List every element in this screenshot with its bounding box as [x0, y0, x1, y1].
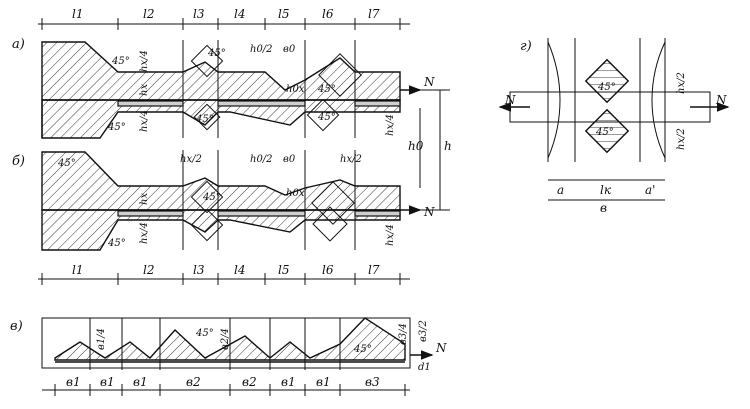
- view-g-dim-b: в: [600, 201, 607, 215]
- h0-label: h0: [408, 139, 424, 153]
- top-dimension-chain: l1 l2 l3 l4 l5 l6 l7: [38, 7, 410, 30]
- dim-bot-5: в2: [242, 375, 257, 389]
- view-a-h0x: h0x: [286, 84, 305, 95]
- dim-top-l4: l4: [234, 7, 245, 21]
- view-b-force-label: N: [423, 205, 435, 219]
- view-a-rebar-3: [354, 100, 401, 107]
- view-v-d1: d1: [418, 362, 431, 373]
- dim-bot-2: в1: [100, 375, 115, 389]
- view-a-angle-2: 45°: [107, 122, 126, 133]
- view-b-hx4-bottom: hx/4: [139, 222, 150, 244]
- view-g-hx-half-top: hx/2: [676, 72, 687, 94]
- view-v-angle-1: 45°: [195, 328, 214, 339]
- view-a: а) N 45° 45° 45° 45° 45° 45° h0/2 в0 h0x: [12, 37, 435, 139]
- view-a-rebar-2: [217, 100, 306, 107]
- view-a-force-label: N: [423, 75, 435, 89]
- view-a-angle-4: 45°: [195, 114, 214, 125]
- view-a-angle-6: 45°: [317, 112, 336, 123]
- view-b-concrete-body: [41, 151, 401, 211]
- view-b-angle-3: 45°: [202, 192, 221, 203]
- dim-mid-l7: l7: [368, 263, 380, 277]
- view-b-hx-half: hx/2: [180, 154, 202, 165]
- view-b-rebar-1: [117, 210, 184, 217]
- view-a-lower-web: [41, 99, 401, 139]
- dim-top-l2: l2: [143, 7, 154, 21]
- view-a-b0: в0: [283, 44, 296, 55]
- dim-top-l1: l1: [72, 7, 83, 21]
- dim-mid-l5: l5: [278, 263, 289, 277]
- view-v-label: в): [10, 319, 23, 334]
- dim-mid-l4: l4: [234, 263, 245, 277]
- height-dimensions: h0 h: [408, 89, 452, 211]
- h-label: h: [444, 139, 452, 153]
- dim-bot-8: в3: [365, 375, 380, 389]
- view-b: б) N 45° 45° 45° hx/2 h0/2 в0 hx/2 h0x h…: [12, 150, 435, 251]
- middle-dimension-chain: l1 l2 l3 l4 l5 l6 l7: [38, 263, 410, 285]
- view-g-dim-a-prime: a': [645, 183, 655, 197]
- view-g-diamond-lower: [584, 108, 630, 154]
- view-a-hx: hx: [139, 84, 150, 96]
- view-g-force-left-label: N: [504, 93, 516, 107]
- view-b-hx4-right: hx/4: [385, 224, 396, 246]
- view-b-b0: в0: [283, 154, 296, 165]
- dim-bot-6: в1: [281, 375, 296, 389]
- view-v-b3-half: в3/2: [418, 320, 429, 342]
- view-g-angle-2: 45°: [595, 127, 614, 138]
- view-b-h0x: h0x: [286, 188, 305, 199]
- view-b-rebar-2: [217, 210, 306, 217]
- dim-mid-l6: l6: [322, 263, 334, 277]
- view-b-rebar-3: [354, 210, 401, 217]
- view-a-label: а): [12, 37, 25, 52]
- dim-mid-l3: l3: [193, 263, 205, 277]
- view-v-b3-quarter: в3/4: [398, 323, 409, 345]
- view-a-angle-1: 45°: [111, 56, 130, 67]
- view-g-hx-half-bottom: hx/2: [676, 128, 687, 150]
- dim-top-l5: l5: [278, 7, 289, 21]
- view-a-angle-3: 45°: [207, 48, 226, 59]
- dim-top-l3: l3: [193, 7, 205, 21]
- view-v: в) N 45° 45° в1/4 в2/4 в3/4 в3/2 d1: [10, 317, 447, 373]
- dim-bot-1: в1: [66, 375, 81, 389]
- view-g-force-right-label: N: [715, 93, 727, 107]
- view-v-b1-quarter: в1/4: [96, 328, 107, 350]
- dim-mid-l2: l2: [143, 263, 154, 277]
- view-b-hx-half-right: hx/2: [340, 154, 362, 165]
- dim-top-l7: l7: [368, 7, 380, 21]
- view-a-h0-half: h0/2: [250, 44, 273, 55]
- view-a-hx4-bottom: hx/4: [139, 110, 150, 132]
- view-a-rebar-1: [117, 100, 184, 107]
- dim-bot-3: в1: [133, 375, 148, 389]
- view-v-b2-quarter: в2/4: [220, 328, 231, 350]
- view-g-dim-a: a: [557, 183, 564, 197]
- view-b-label: б): [12, 154, 25, 169]
- view-a-hx4: hx/4: [139, 50, 150, 72]
- dim-bot-7: в1: [316, 375, 331, 389]
- view-b-angle-1: 45°: [57, 158, 76, 169]
- view-g-angle-1: 45°: [597, 82, 616, 93]
- dim-top-l6: l6: [322, 7, 334, 21]
- dim-bot-4: в2: [186, 375, 201, 389]
- view-v-force-label: N: [435, 341, 447, 355]
- view-b-h0-half: h0/2: [250, 154, 273, 165]
- view-g-dim-lk: lк: [600, 183, 612, 197]
- bottom-dimension-chain: в1 в1 в1 в2 в2 в1 в1 в3: [42, 375, 410, 396]
- view-b-hx: hx: [139, 193, 150, 205]
- dim-mid-l1: l1: [72, 263, 83, 277]
- view-g: г) N N 45° 45° hx/2 hx/2 a lк a' в: [498, 38, 730, 215]
- view-v-angle-2: 45°: [353, 344, 372, 355]
- view-g-diamond-upper: [584, 58, 630, 104]
- view-b-angle-2: 45°: [107, 238, 126, 249]
- view-a-angle-5: 45°: [317, 84, 336, 95]
- view-g-label: г): [520, 39, 532, 54]
- view-a-hx4-right: hx/4: [385, 114, 396, 136]
